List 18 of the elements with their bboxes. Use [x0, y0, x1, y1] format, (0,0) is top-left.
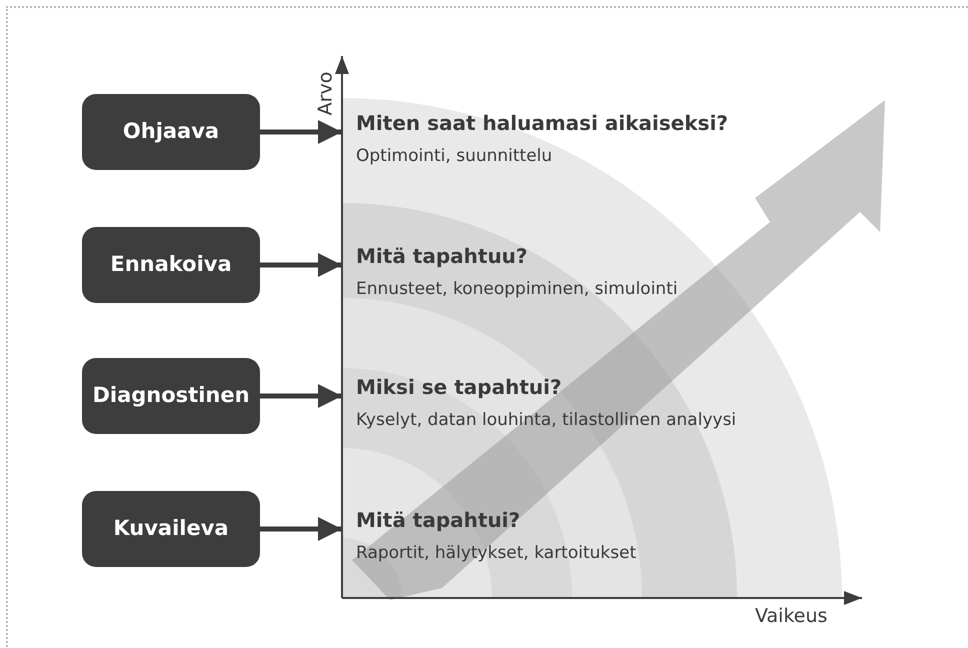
- method-list: Ennusteet, koneoppiminen, simulointi: [356, 277, 678, 301]
- question-heading: Mitä tapahtui?: [356, 507, 520, 533]
- method-list: Optimointi, suunnittelu: [356, 144, 552, 168]
- arrow: [260, 517, 342, 541]
- category-box: Kuvaileva: [82, 491, 260, 567]
- arrow: [260, 253, 342, 277]
- method-list: Raportit, hälytykset, kartoitukset: [356, 541, 636, 565]
- category-box: Ohjaava: [82, 94, 260, 170]
- method-list: Kyselyt, datan louhinta, tilastollinen analyysi: [356, 408, 736, 432]
- question-heading: Miksi se tapahtui?: [356, 374, 562, 400]
- category-box: Diagnostinen: [82, 358, 260, 434]
- category-box: Ennakoiva: [82, 227, 260, 303]
- axis-label: Vaikeus: [755, 607, 828, 626]
- arrow: [260, 384, 342, 408]
- arrow: [260, 120, 342, 144]
- question-heading: Miten saat haluamasi aikaiseksi?: [356, 110, 728, 136]
- axis-label: Arvo: [316, 72, 336, 116]
- question-heading: Mitä tapahtuu?: [356, 243, 528, 269]
